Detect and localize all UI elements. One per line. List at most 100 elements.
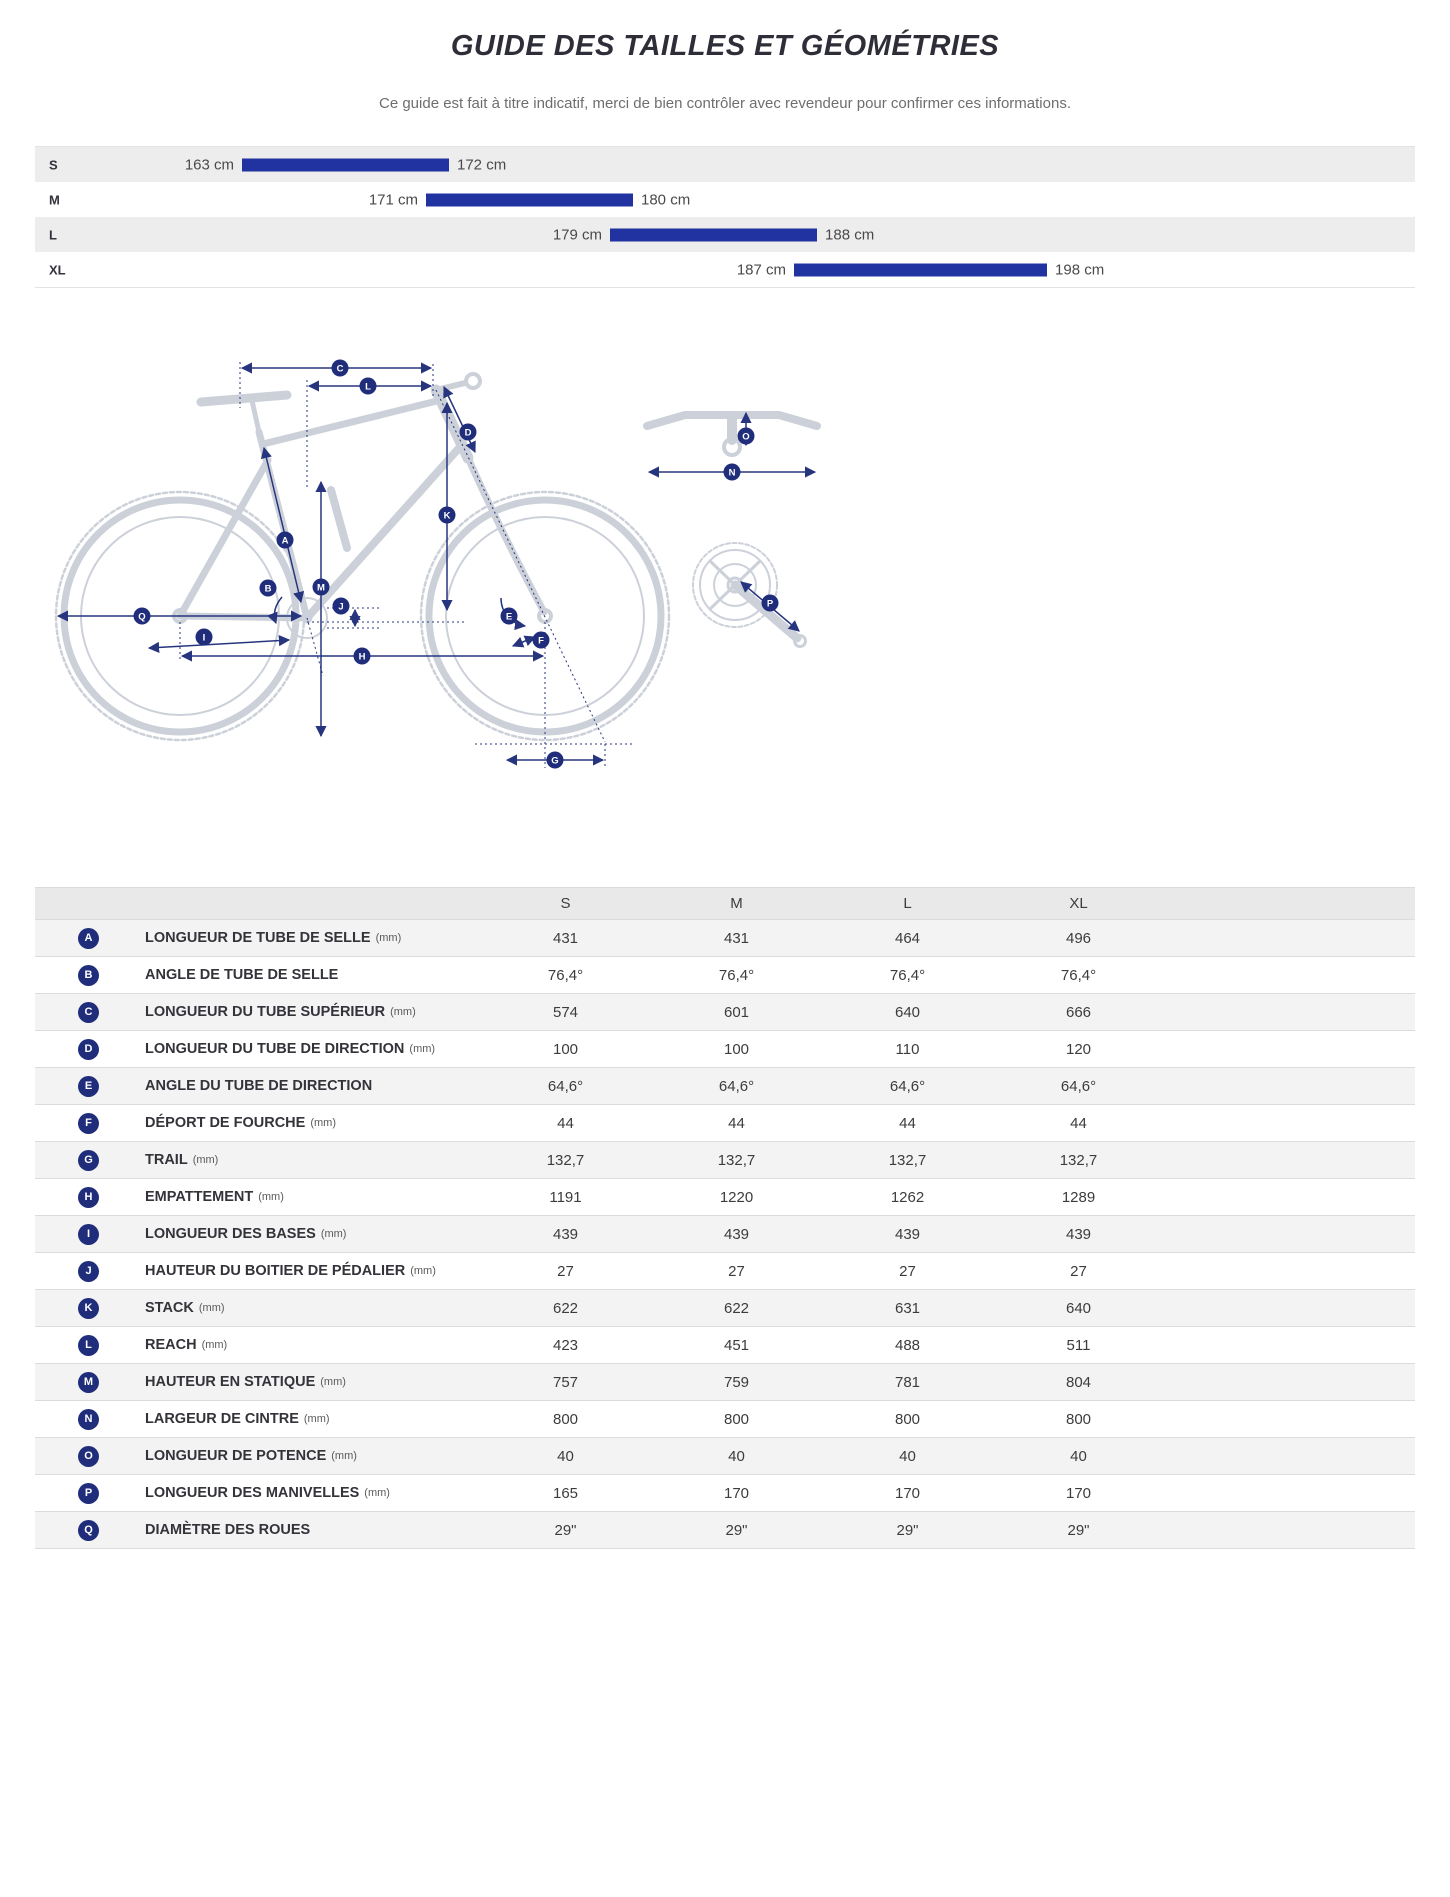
- row-value-s: 622: [552, 1299, 579, 1317]
- row-value-l: 800: [894, 1410, 921, 1428]
- row-unit: (mm): [390, 1006, 416, 1018]
- dim-D-head-tube: [443, 385, 476, 454]
- row-value-xl: 640: [1065, 1299, 1092, 1317]
- row-value-s: 574: [552, 1003, 579, 1021]
- row-label: REACH: [145, 1337, 197, 1353]
- row-value-m: 170: [723, 1484, 750, 1502]
- row-value-l: 40: [899, 1447, 916, 1465]
- row-value-l: 132,7: [888, 1151, 927, 1169]
- row-unit: (mm): [201, 1339, 228, 1351]
- size-row: M 171 cm 180 cm: [35, 182, 1415, 217]
- table-header-row: S M L XL: [35, 887, 1415, 919]
- row-value-xl: 804: [1065, 1373, 1092, 1391]
- dimension-lines: [56, 362, 817, 768]
- geometry-table-row: J HAUTEUR DU BOITIER DE PÉDALIER (mm) 27…: [35, 1252, 1415, 1289]
- diagram-badge-A: A: [276, 531, 294, 549]
- geometry-table-row: M HAUTEUR EN STATIQUE (mm) 757 759 781 8…: [35, 1363, 1415, 1400]
- svg-text:P: P: [767, 598, 774, 609]
- row-value-m: 1220: [719, 1188, 754, 1206]
- svg-text:F: F: [538, 635, 544, 646]
- row-unit: (mm): [198, 1302, 225, 1314]
- geometry-table-row: E ANGLE DU TUBE DE DIRECTION 64,6° 64,6°…: [35, 1067, 1415, 1104]
- row-label: ANGLE DU TUBE DE DIRECTION: [145, 1078, 373, 1094]
- diagram-badge-M: M: [312, 578, 330, 596]
- height-max-label: 172 cm: [457, 156, 507, 173]
- row-label-cell: C LONGUEUR DU TUBE SUPÉRIEUR (mm): [35, 1001, 480, 1023]
- svg-text:E: E: [506, 611, 512, 622]
- row-value-l: 464: [894, 929, 921, 947]
- row-value-xl: 1289: [1061, 1188, 1096, 1206]
- row-label-cell: A LONGUEUR DE TUBE DE SELLE (mm): [35, 927, 480, 949]
- row-unit: (mm): [410, 1265, 436, 1277]
- geometry-table-row: N LARGEUR DE CINTRE (mm) 800 800 800 800: [35, 1400, 1415, 1437]
- row-value-s: 439: [552, 1225, 579, 1243]
- row-unit: (mm): [258, 1191, 284, 1203]
- row-letter-badge: M: [78, 1371, 99, 1393]
- svg-text:Q: Q: [138, 611, 145, 622]
- row-value-s: 44: [557, 1114, 574, 1132]
- svg-text:L: L: [365, 381, 371, 392]
- column-header-l: L: [903, 895, 912, 912]
- row-value-m: 431: [723, 929, 750, 947]
- row-value-m: 800: [723, 1410, 750, 1428]
- row-value-m: 64,6°: [718, 1077, 755, 1095]
- geometry-table-row: Q DIAMÈTRE DES ROUES 29" 29" 29" 29": [35, 1511, 1415, 1548]
- size-label: M: [49, 192, 60, 207]
- diagram-badge-D: D: [459, 423, 477, 441]
- row-unit: (mm): [320, 1376, 346, 1388]
- row-value-xl: 170: [1065, 1484, 1092, 1502]
- row-unit: (mm): [331, 1450, 357, 1462]
- column-header-m: M: [730, 895, 743, 912]
- size-label: L: [49, 227, 57, 242]
- diagram-badge-N: N: [723, 463, 741, 481]
- page-title: GUIDE DES TAILLES ET GÉOMÉTRIES: [450, 30, 1000, 62]
- row-value-xl: 511: [1066, 1336, 1091, 1354]
- height-max-label: 180 cm: [641, 191, 691, 208]
- row-value-s: 431: [552, 929, 579, 947]
- crank-arm: [730, 580, 802, 643]
- diagram-badge-C: C: [331, 359, 349, 377]
- row-letter-badge: J: [78, 1260, 99, 1282]
- row-label-cell: K STACK (mm): [35, 1297, 480, 1319]
- bike-outline: [54, 372, 671, 742]
- row-letter-badge: A: [78, 927, 99, 949]
- column-header-s: S: [560, 895, 571, 912]
- row-value-m: 100: [723, 1040, 750, 1058]
- diagram-badge-G: G: [546, 751, 564, 769]
- row-value-xl: 29": [1067, 1521, 1090, 1539]
- height-range-bar: [426, 193, 633, 206]
- row-value-l: 44: [899, 1114, 916, 1132]
- row-label: LARGEUR DE CINTRE: [145, 1411, 299, 1427]
- row-label-cell: P LONGUEUR DES MANIVELLES (mm): [35, 1482, 480, 1504]
- row-value-m: 439: [723, 1225, 750, 1243]
- geometry-table-row: I LONGUEUR DES BASES (mm) 439 439 439 43…: [35, 1215, 1415, 1252]
- down-tube: [303, 444, 463, 622]
- geometry-table-row: A LONGUEUR DE TUBE DE SELLE (mm) 431 431…: [35, 919, 1415, 956]
- row-letter-badge: L: [78, 1334, 99, 1356]
- row-unit: (mm): [310, 1117, 336, 1129]
- pedal-axle: [793, 634, 807, 648]
- row-value-xl: 40: [1070, 1447, 1087, 1465]
- row-unit: (mm): [364, 1487, 390, 1499]
- row-label: HAUTEUR DU BOITIER DE PÉDALIER: [145, 1263, 406, 1279]
- row-value-l: 29": [896, 1521, 919, 1539]
- row-label-cell: G TRAIL (mm): [35, 1149, 480, 1171]
- row-unit: (mm): [303, 1413, 330, 1425]
- diagram-badge-I: I: [195, 628, 213, 646]
- row-value-xl: 64,6°: [1060, 1077, 1097, 1095]
- svg-text:C: C: [337, 363, 344, 374]
- row-value-m: 132,7: [717, 1151, 756, 1169]
- row-letter-badge: G: [78, 1149, 99, 1171]
- row-label-cell: J HAUTEUR DU BOITIER DE PÉDALIER (mm): [35, 1260, 480, 1282]
- row-unit: (mm): [375, 932, 402, 944]
- row-value-xl: 44: [1070, 1114, 1087, 1132]
- row-label-cell: B ANGLE DE TUBE DE SELLE: [35, 964, 480, 986]
- diagram-badge-F: F: [532, 631, 550, 649]
- geometry-table-row: G TRAIL (mm) 132,7 132,7 132,7 132,7: [35, 1141, 1415, 1178]
- size-label: XL: [49, 262, 66, 277]
- dim-I-chainstay: [147, 634, 291, 654]
- diagram-badge-B: B: [259, 579, 277, 597]
- svg-text:A: A: [282, 535, 289, 546]
- row-label-cell: E ANGLE DU TUBE DE DIRECTION: [35, 1075, 480, 1097]
